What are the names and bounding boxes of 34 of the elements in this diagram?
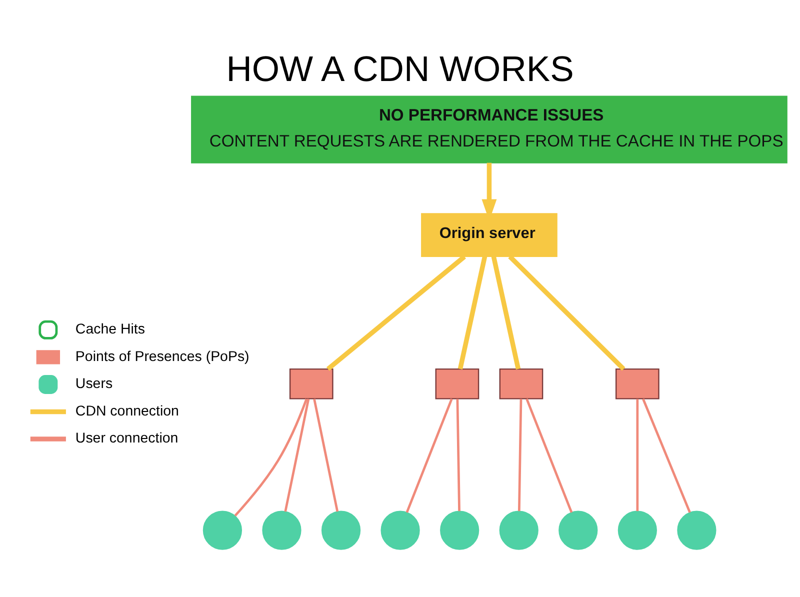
node-circle — [262, 510, 302, 550]
legend-label: Users — [75, 376, 113, 392]
connector — [326, 254, 466, 371]
connector — [518, 398, 522, 512]
node-box — [615, 368, 660, 400]
connector — [234, 398, 308, 516]
node-box — [435, 368, 480, 400]
node-circle — [380, 510, 420, 550]
legend-label: Points of Presences (PoPs) — [75, 348, 250, 365]
connector — [406, 398, 453, 513]
connector — [642, 398, 691, 513]
node-circle — [202, 510, 242, 550]
node-circle — [618, 510, 657, 550]
legend-label: User connection — [75, 430, 178, 447]
connector — [458, 256, 488, 370]
node-box — [499, 368, 544, 400]
connector — [636, 398, 639, 512]
connector — [526, 398, 573, 513]
legend-label: CDN connection — [75, 403, 179, 420]
node-box: Origin server — [421, 213, 558, 257]
node-circle — [440, 510, 480, 550]
node-circle — [677, 510, 716, 550]
connector — [313, 398, 339, 512]
legend-label: Cache Hits — [75, 322, 145, 338]
node-circle — [321, 510, 361, 550]
node-box: NO PERFORMANCE ISSUES CONTENT REQUESTS ARE RENDERED FROM THE CACHE IN THE POPS — [191, 96, 788, 164]
connector — [284, 398, 310, 512]
node-box — [289, 368, 334, 400]
node-circle — [499, 510, 538, 550]
connector — [508, 254, 626, 371]
node-circle — [558, 510, 598, 550]
connector — [456, 398, 460, 512]
diagram-title: HOW A CDN WORKS — [226, 48, 574, 89]
connector — [491, 256, 521, 370]
